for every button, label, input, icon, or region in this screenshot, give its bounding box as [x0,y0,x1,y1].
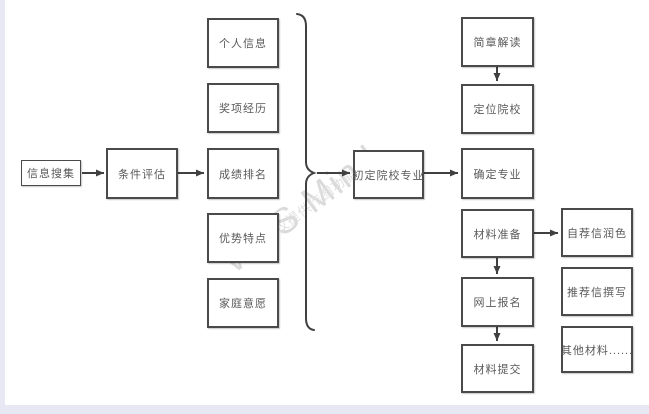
node-grade-ranking[interactable]: 成绩排名 [207,148,279,199]
node-label: 确定专业 [473,168,522,181]
curly-brace-group [296,13,317,331]
node-label: 自荐信润色 [567,227,627,240]
node-label: 定位院校 [473,104,522,116]
node-material-submission[interactable]: 材料提交 [461,344,534,393]
node-label: 网上报名 [473,297,522,309]
node-label: 材料提交 [473,363,522,376]
node-condition-evaluation[interactable]: 条件评估 [106,148,178,199]
node-target-schools[interactable]: 定位院校 [461,84,534,134]
node-brochure-reading[interactable]: 简章解读 [461,17,534,67]
canvas-margin-bottom [0,405,649,414]
node-label: 材料准备 [473,228,522,241]
canvas-margin-left [0,0,5,414]
node-label: 成绩排名 [219,168,267,181]
node-material-preparation[interactable]: 材料准备 [461,209,534,258]
node-label: 简章解读 [473,37,522,49]
node-label: 其他材料...... [560,344,634,357]
node-personal-info[interactable]: 个人信息 [207,18,279,68]
node-awards-experience[interactable]: 奖项经历 [207,83,279,133]
node-label: 奖项经历 [219,103,267,115]
node-family-wishes[interactable]: 家庭意愿 [207,278,279,328]
node-cover-letter-polish[interactable]: 自荐信润色 [561,208,633,257]
node-strengths[interactable]: 优势特点 [207,213,279,263]
node-label: 初定院校专业 [352,169,425,182]
node-preliminary-school-major[interactable]: 初定院校专业 [353,150,424,199]
node-label: 条件评估 [118,168,166,181]
node-info-collection[interactable]: 信息搜集 [21,160,81,186]
node-label: 家庭意愿 [219,298,267,310]
node-label: 信息搜集 [27,168,75,180]
node-label: 推荐信撰写 [567,286,627,299]
node-other-materials[interactable]: 其他材料...... [561,326,633,373]
node-online-registration[interactable]: 网上报名 [461,277,534,327]
node-recommendation-letter[interactable]: 推荐信撰写 [561,267,633,316]
node-label: 个人信息 [219,38,267,50]
node-label: 优势特点 [219,233,267,245]
node-confirm-major[interactable]: 确定专业 [461,148,534,199]
